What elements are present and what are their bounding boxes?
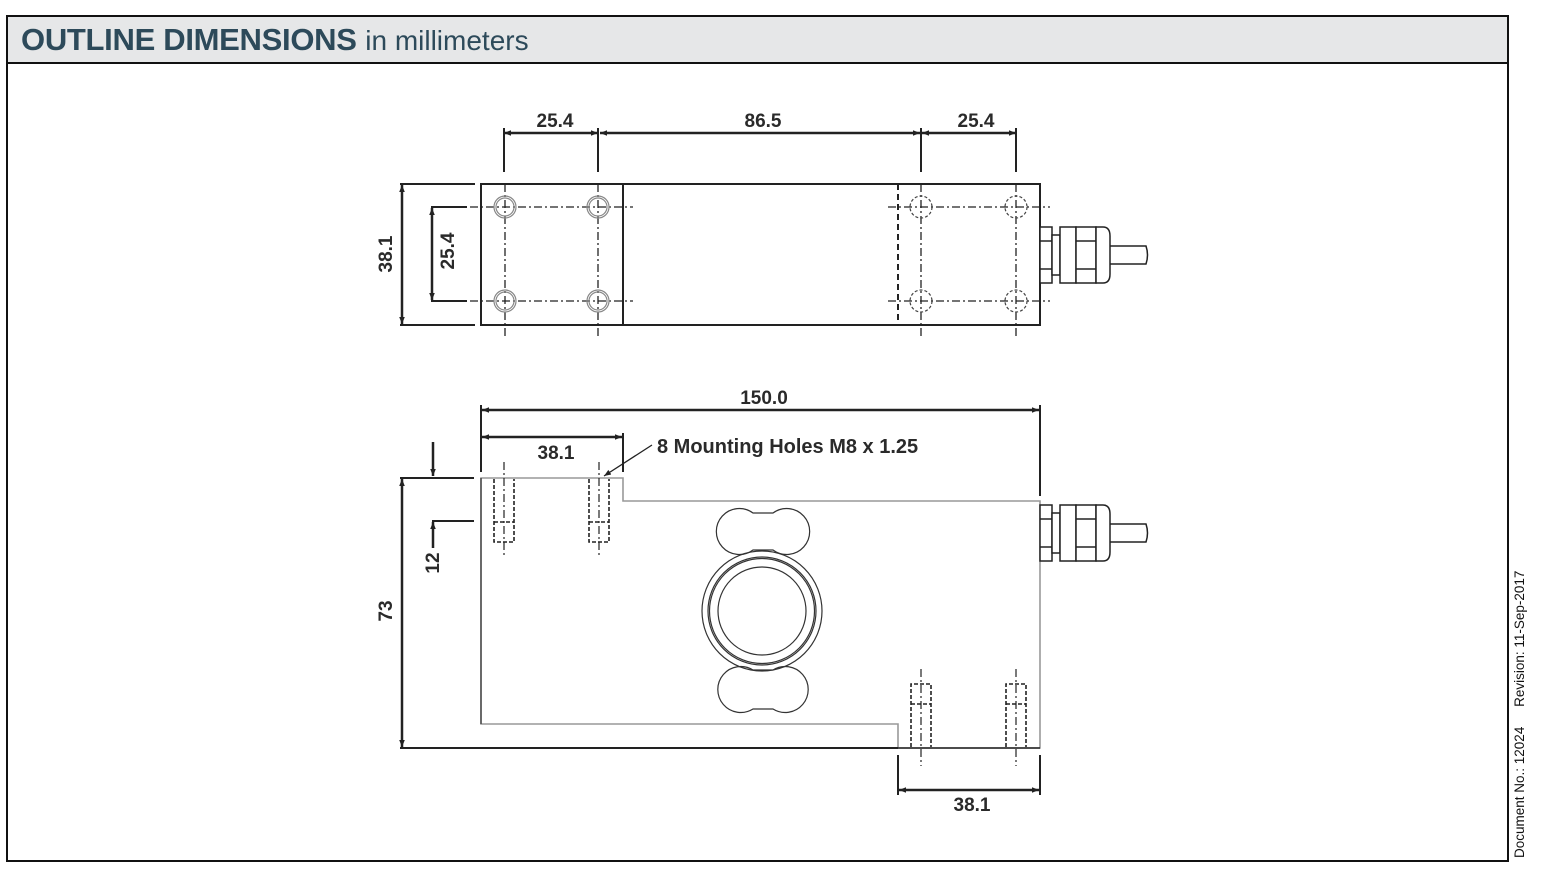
- drawing-frame: OUTLINE DIMENSIONS in millimeters: [6, 15, 1509, 862]
- side-view-threaded-holes-top: [493, 479, 610, 543]
- dim-top-hole-pitch-vertical: 25.4: [429, 206, 467, 302]
- top-view-centerlines: [470, 184, 1050, 336]
- dim-label: 86.5: [745, 111, 782, 132]
- mounting-holes-callout: 8 Mounting Holes M8 x 1.25: [603, 436, 918, 477]
- top-view-holes-left: [493, 195, 610, 313]
- dim-side-thread-depth: 12: [423, 442, 474, 574]
- dim-label: 25.4: [537, 111, 574, 132]
- section-title-bold: OUTLINE DIMENSIONS: [21, 22, 357, 57]
- section-title-units: in millimeters: [365, 25, 529, 56]
- side-view-gauge-pocket-lower: [717, 665, 809, 714]
- section-title: OUTLINE DIMENSIONS in millimeters: [21, 21, 529, 60]
- side-view-hole-centerlines-top: [503, 462, 600, 557]
- dim-label: 150.0: [740, 388, 788, 409]
- dim-label: 38.1: [538, 443, 575, 464]
- dim-label: 38.1: [376, 235, 397, 272]
- section-header: OUTLINE DIMENSIONS in millimeters: [8, 17, 1507, 64]
- document-footer: Document No.: 12024 Revision: 11-Sep-201…: [1512, 555, 1527, 858]
- dim-top-center-span: 86.5: [600, 111, 922, 172]
- dim-label: 12: [423, 552, 444, 573]
- dim-side-overall-length: 150.0: [480, 388, 1041, 496]
- dim-top-hole-pitch-left: 25.4: [503, 111, 599, 172]
- side-view-threaded-holes-bottom: [910, 683, 1027, 747]
- document-revision: Revision: 11-Sep-2017: [1512, 570, 1527, 707]
- top-view-cable-gland: [1039, 226, 1149, 284]
- side-view: 150.0 38.1 8 Mounting Holes M8 x 1.25 12…: [376, 388, 1149, 816]
- side-view-gauge-pocket-upper: [715, 507, 811, 556]
- side-view-center-bore: [701, 550, 823, 672]
- document-number: Document No.: 12024: [1512, 726, 1527, 858]
- dim-label: 73: [376, 600, 397, 621]
- top-view: 25.4 86.5 25.4 38.1 25.4: [376, 111, 1149, 336]
- side-view-cable-gland: [1039, 504, 1149, 562]
- side-view-body: [480, 477, 1041, 749]
- side-view-hole-centerlines-bottom: [920, 669, 1017, 766]
- dim-side-right-mount-length: 38.1: [897, 755, 1041, 816]
- dim-label: 38.1: [954, 795, 991, 816]
- dim-top-hole-pitch-right: 25.4: [922, 111, 1017, 172]
- top-view-holes-right-hidden: [909, 195, 1028, 313]
- dim-side-left-mount-length: 38.1: [482, 433, 624, 472]
- dim-side-overall-height: 73: [376, 477, 898, 749]
- dim-label: 25.4: [438, 232, 459, 269]
- mounting-holes-label: 8 Mounting Holes M8 x 1.25: [657, 436, 918, 458]
- top-view-body: [480, 183, 1041, 326]
- dim-top-overall-width: 38.1: [376, 183, 475, 326]
- dim-label: 25.4: [958, 111, 995, 132]
